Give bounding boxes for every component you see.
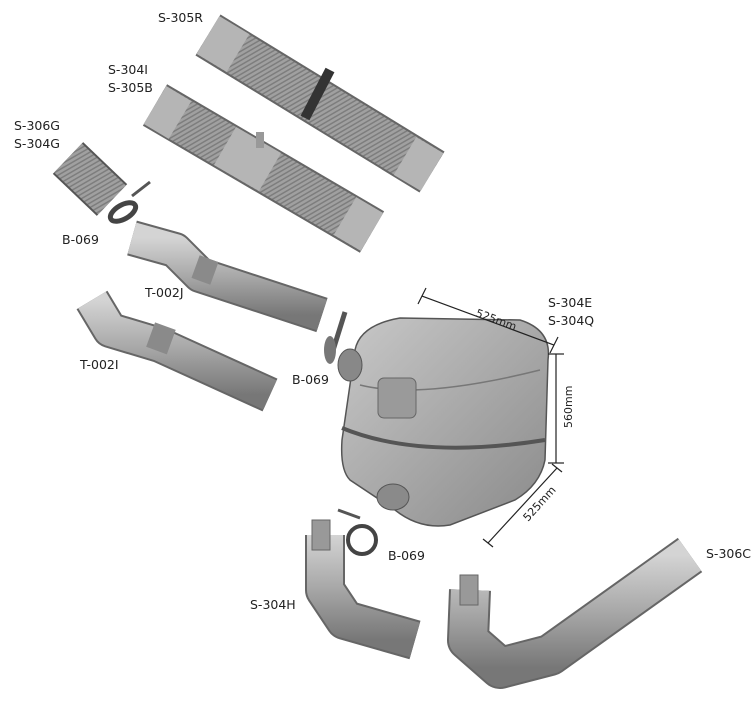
label-s305r: S-305R: [158, 10, 203, 25]
label-s304h: S-304H: [250, 597, 296, 612]
clamp-b069-mid: [324, 311, 348, 364]
pipe-t002j: [127, 220, 328, 333]
label-s305b: S-305B: [108, 80, 153, 95]
label-b069-top: B-069: [62, 232, 99, 247]
pipe-s306c: [447, 537, 703, 689]
elbow-pipe-s304h: [305, 519, 421, 660]
label-t002i: T-002I: [79, 357, 119, 372]
pipe-t002i: [76, 290, 278, 412]
label-s306c: S-306C: [706, 546, 751, 561]
dimension-lines: [417, 287, 564, 548]
sleeve-s306g: [52, 142, 151, 224]
label-s306g: S-306G: [14, 118, 60, 133]
label-b069-bottom: B-069: [388, 548, 425, 563]
label-b069-mid: B-069: [292, 372, 329, 387]
flex-pipe-s304i: [142, 84, 385, 253]
label-s304i: S-304I: [108, 62, 148, 77]
flex-pipe-s305r: [195, 14, 445, 193]
muffler-s304e: [337, 317, 550, 527]
label-s304q: S-304Q: [548, 313, 594, 328]
dimension-height: 560mm: [562, 386, 575, 428]
label-s304e: S-304E: [548, 295, 592, 310]
label-t002j: T-002J: [144, 285, 184, 300]
label-s304g: S-304G: [14, 136, 60, 151]
clamp-b069-bottom: [337, 508, 378, 556]
